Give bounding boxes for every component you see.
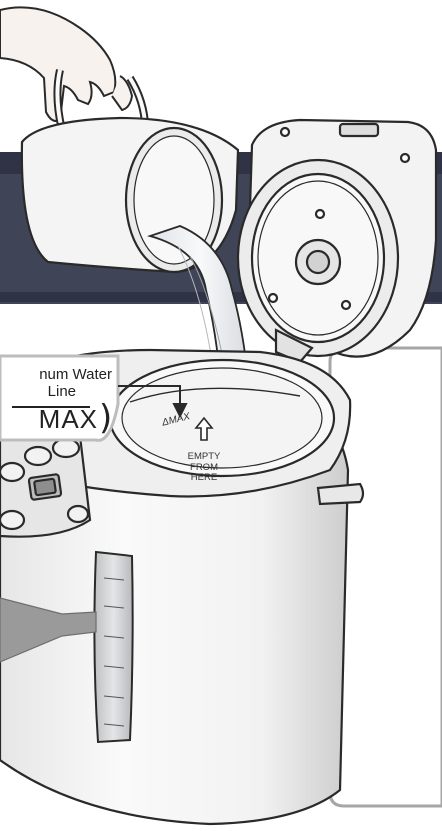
max-overbar <box>12 406 90 408</box>
empty-line-1: EMPTY <box>185 452 223 463</box>
label-line-1: num Water <box>39 366 112 383</box>
max-symbol: MAX <box>0 404 98 434</box>
empty-line-3: HERE <box>185 473 223 484</box>
open-lid <box>238 120 436 362</box>
hand <box>0 7 132 121</box>
water-level-window <box>94 552 132 742</box>
max-water-line-label: num Water Line <box>0 366 112 400</box>
max-symbol-text: MAX <box>39 404 98 434</box>
closing-paren: ) <box>99 398 112 438</box>
label-line-2: Line <box>0 383 112 400</box>
empty-from-here-label: EMPTY FROM HERE <box>185 452 223 484</box>
